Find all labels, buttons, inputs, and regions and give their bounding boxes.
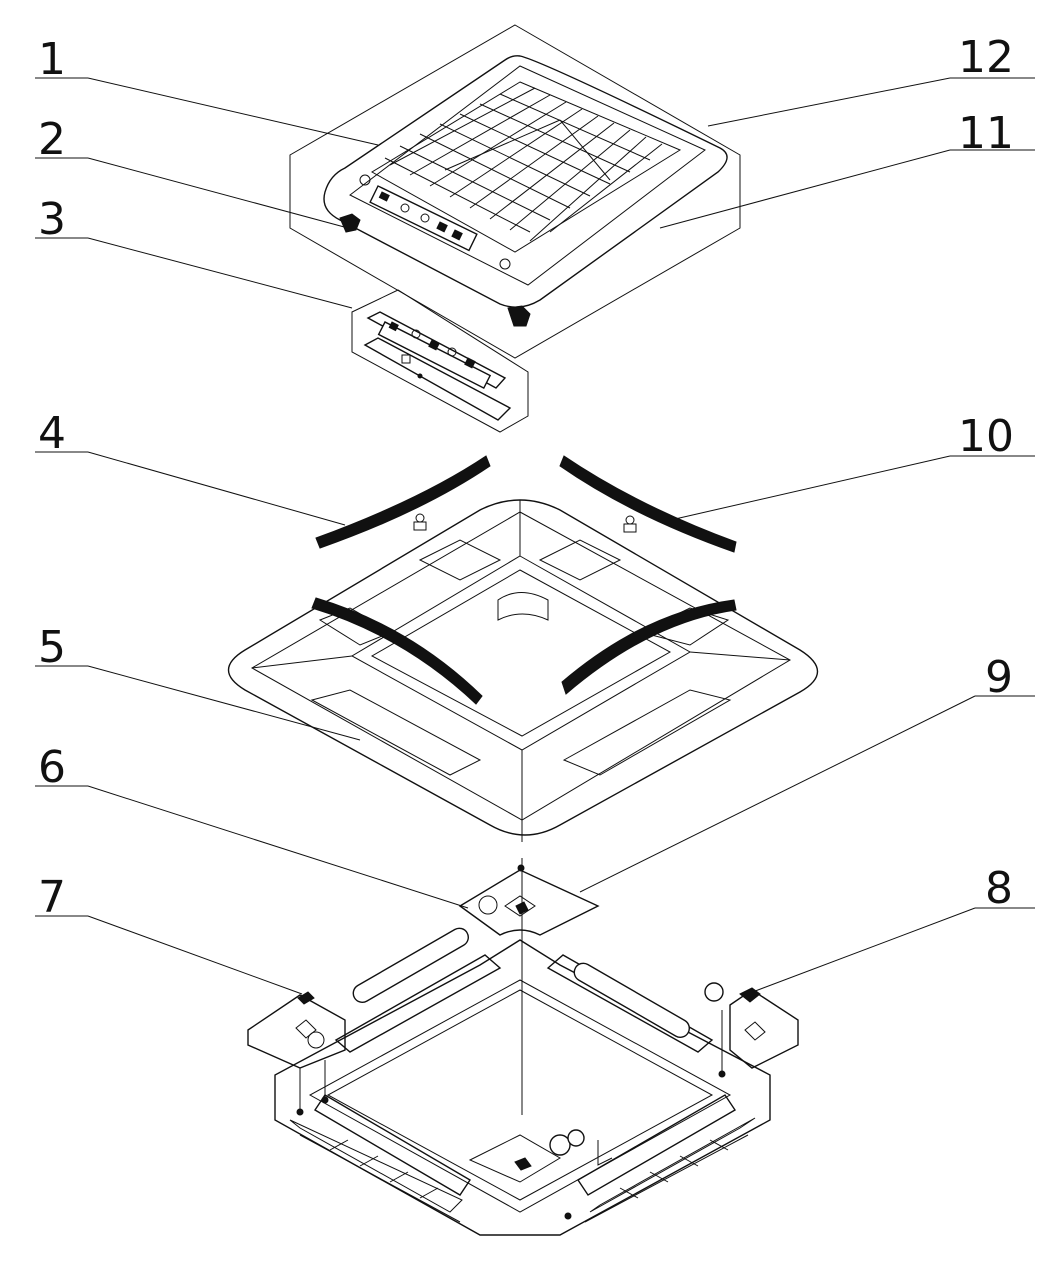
corner-hinge-part-2	[339, 213, 531, 327]
front-panel-assembly	[289, 24, 741, 359]
display-board-part-3	[351, 289, 529, 433]
center-plate-part-6-9	[458, 858, 600, 1115]
callout-4: 4	[35, 408, 346, 526]
callout-label-1: 1	[38, 34, 66, 85]
callout-5: 5	[35, 622, 361, 741]
callout-label-8: 8	[985, 863, 1013, 914]
callout-9: 9	[579, 652, 1035, 893]
callout-1: 1	[35, 34, 379, 146]
corner-bracket-part-7	[247, 991, 346, 1116]
callout-7: 7	[35, 872, 303, 995]
callout-10: 10	[661, 411, 1035, 523]
callout-3: 3	[35, 194, 353, 309]
panel-body-part-5	[228, 499, 818, 842]
callout-label-2: 2	[38, 114, 66, 165]
bottom-motor	[468, 1129, 613, 1220]
callout-label-5: 5	[38, 622, 66, 673]
callout-2: 2	[35, 114, 349, 229]
intake-grille	[371, 81, 682, 253]
louver-part-10	[559, 455, 737, 553]
callout-label-12: 12	[958, 32, 1014, 83]
callout-12: 12	[707, 32, 1035, 127]
callout-label-4: 4	[38, 408, 66, 459]
corner-bracket-part-8	[704, 982, 799, 1078]
callout-label-10: 10	[958, 411, 1014, 462]
callout-label-11: 11	[958, 108, 1014, 159]
callout-label-7: 7	[38, 872, 66, 923]
callout-8: 8	[741, 863, 1035, 997]
callout-label-6: 6	[38, 742, 66, 793]
callout-11: 11	[659, 108, 1035, 229]
callout-label-3: 3	[38, 194, 66, 245]
callout-6: 6	[35, 742, 469, 909]
louver-part-4	[315, 455, 491, 549]
panel-control-strip	[359, 174, 511, 270]
callout-label-9: 9	[985, 652, 1013, 703]
